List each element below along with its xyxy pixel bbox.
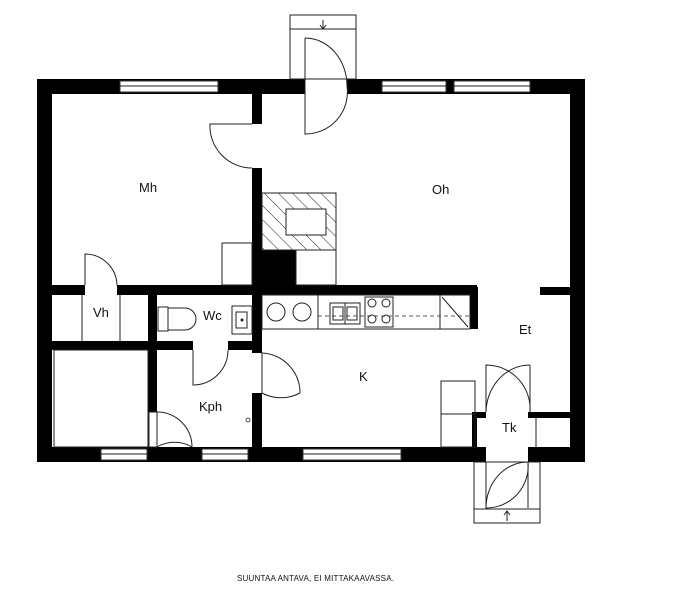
interior-walls	[52, 94, 570, 447]
windows	[100, 80, 531, 461]
room-label-kph: Kph	[199, 399, 222, 414]
door-openings	[85, 79, 528, 462]
room-label-wc: Wc	[203, 308, 222, 323]
exterior-walls	[37, 79, 585, 462]
room-label-vh: Vh	[93, 305, 109, 320]
room-labels: Mh Oh Vh Wc Et K Kph Tk	[93, 180, 532, 435]
room-label-et: Et	[519, 322, 532, 337]
footer-note: SUUNTAA ANTAVA, EI MITTAKAAVASSA.	[237, 574, 394, 583]
fixtures	[53, 192, 537, 448]
room-label-k: K	[359, 369, 368, 384]
room-label-mh: Mh	[139, 180, 157, 195]
room-label-tk: Tk	[502, 420, 517, 435]
room-label-oh: Oh	[432, 182, 449, 197]
